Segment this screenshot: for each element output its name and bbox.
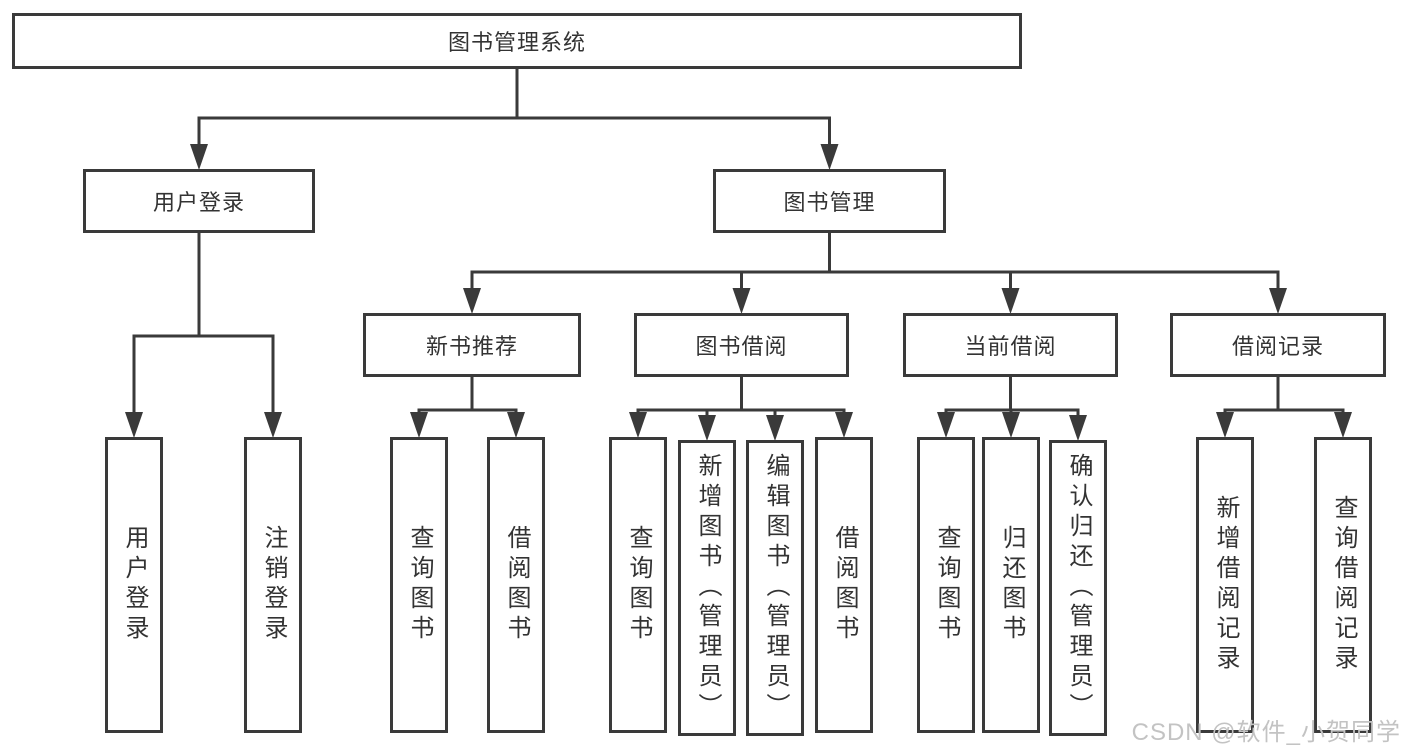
node-new-book-recommend: 新书推荐: [363, 313, 581, 377]
node-current-borrow: 当前借阅: [903, 313, 1118, 377]
node-query-book-recommend: 查询图书: [390, 437, 448, 733]
node-label: 归还图书: [998, 525, 1025, 645]
node-label: 查询图书: [625, 525, 652, 645]
node-user-login-action: 用户登录: [105, 437, 163, 733]
node-label: 图书借阅: [695, 334, 788, 359]
node-label: 借阅记录: [1231, 334, 1324, 359]
node-book-management: 图书管理: [713, 169, 946, 233]
node-label: 图书管理系统: [447, 30, 586, 55]
node-label: 借阅图书: [503, 525, 530, 645]
arrowhead-icon: [507, 412, 525, 438]
node-query-book-current: 查询图书: [917, 437, 975, 733]
arrowhead-icon: [1334, 412, 1352, 438]
node-label: 借阅图书: [831, 525, 858, 645]
arrowhead-icon: [732, 288, 751, 314]
node-user-login: 用户登录: [83, 169, 315, 233]
node-label: 确认归还（管理员）: [1065, 453, 1092, 723]
node-query-book-borrow: 查询图书: [609, 437, 667, 733]
node-label: 图书管理: [783, 190, 876, 215]
node-add-borrow-record: 新增借阅记录: [1196, 437, 1254, 733]
node-book-borrow: 图书借阅: [634, 313, 849, 377]
node-label: 编辑图书（管理员）: [762, 453, 789, 723]
node-label: 查询图书: [933, 525, 960, 645]
node-confirm-return-admin: 确认归还（管理员）: [1049, 440, 1107, 736]
arrowhead-icon: [463, 288, 481, 314]
arrowhead-icon: [410, 412, 428, 438]
arrowhead-icon: [766, 415, 784, 441]
node-label: 新增借阅记录: [1212, 495, 1239, 675]
arrowhead-icon: [835, 412, 853, 438]
arrowhead-icon: [629, 412, 647, 438]
arrowhead-icon: [1069, 415, 1087, 441]
arrowhead-icon: [820, 144, 839, 170]
arrowhead-icon: [1216, 412, 1234, 438]
node-label: 注销登录: [260, 525, 287, 645]
arrowhead-icon: [1269, 288, 1287, 314]
node-borrow-record: 借阅记录: [1170, 313, 1386, 377]
node-label: 新书推荐: [425, 334, 518, 359]
node-query-borrow-record: 查询借阅记录: [1314, 437, 1372, 733]
node-edit-book-admin: 编辑图书（管理员）: [746, 440, 804, 736]
arrowhead-icon: [1002, 412, 1020, 438]
node-label: 当前借阅: [964, 334, 1057, 359]
node-borrow-book-recommend: 借阅图书: [487, 437, 545, 733]
node-add-book-admin: 新增图书（管理员）: [678, 440, 736, 736]
arrowhead-icon: [264, 412, 282, 438]
node-borrow-book-action: 借阅图书: [815, 437, 873, 733]
node-label: 用户登录: [152, 190, 245, 215]
watermark-text: CSDN @软件_小贺同学: [1131, 719, 1401, 746]
node-label: 新增图书（管理员）: [694, 453, 721, 723]
node-label: 查询图书: [406, 525, 433, 645]
arrowhead-icon: [190, 144, 208, 170]
arrowhead-icon: [1001, 288, 1020, 314]
node-system: 图书管理系统: [12, 13, 1022, 69]
node-logout-action: 注销登录: [244, 437, 302, 733]
arrowhead-icon: [698, 415, 716, 441]
node-label: 用户登录: [121, 525, 148, 645]
arrowhead-icon: [125, 412, 143, 438]
arrowhead-icon: [937, 412, 955, 438]
node-return-book: 归还图书: [982, 437, 1040, 733]
node-label: 查询借阅记录: [1330, 495, 1357, 675]
